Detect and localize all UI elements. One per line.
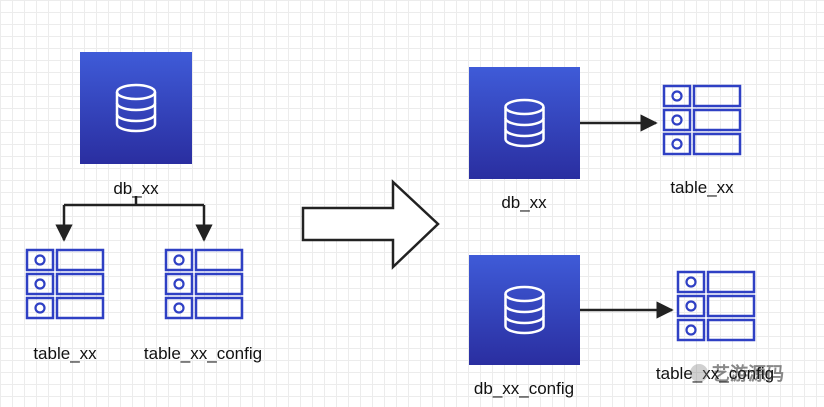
table-icon	[676, 270, 756, 342]
left-db-box	[80, 52, 192, 164]
left-table-label-1: table_xx	[33, 344, 97, 363]
left-db-node	[80, 52, 192, 164]
right-db-label-1: db_xx	[501, 193, 547, 212]
left-db-label: db_xx	[113, 179, 159, 198]
block-arrow-right-icon	[301, 179, 440, 270]
right-db-box-2	[469, 255, 580, 365]
table-icon	[164, 248, 244, 320]
watermark-text: 艺游源码	[712, 364, 784, 384]
right-db-node-2	[469, 255, 580, 365]
table-icon	[662, 84, 742, 156]
right-table-label-2: table_xx_config	[655, 364, 775, 383]
watermark: 艺游源码	[690, 360, 784, 386]
right-db-node-1	[469, 67, 580, 179]
right-table-label-1: table_xx	[670, 178, 734, 197]
table-icon	[25, 248, 105, 320]
left-table-label-2: table_xx_config	[143, 344, 263, 363]
right-db-label-2: db_xx_config	[473, 379, 575, 398]
right-db-box-1	[469, 67, 580, 179]
watermark-logo-icon	[690, 364, 708, 382]
left-connector	[55, 196, 213, 242]
